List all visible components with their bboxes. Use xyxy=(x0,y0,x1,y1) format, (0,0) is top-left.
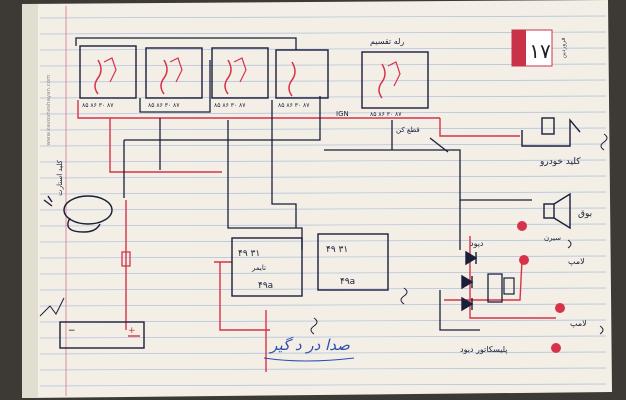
timer-left-top: ۴۹ ۳۱ xyxy=(238,249,260,259)
relay-1 xyxy=(79,45,137,99)
relay-4-pins: ۸۵ ۸۶ ۳۰ ۸۷ xyxy=(278,102,310,109)
door-switch-top: لامپ xyxy=(568,257,585,266)
timer-modules xyxy=(231,233,389,297)
relay-5-title: رله تقسیم xyxy=(370,37,404,46)
small-relay-coil xyxy=(503,277,515,295)
ground-symbols xyxy=(310,133,608,335)
diode-label: دیود xyxy=(470,239,484,248)
ign-label: IGN xyxy=(336,110,349,118)
terminal-dots xyxy=(517,221,565,353)
relay-3-pins: ۸۵ ۸۶ ۳۰ ۸۷ xyxy=(214,102,246,109)
relay-4 xyxy=(275,49,329,99)
switch-label: کلید خودرو xyxy=(539,157,581,167)
day-number: ۱۷ xyxy=(529,39,551,63)
cutoff-label: قطع کن xyxy=(396,126,420,134)
battery: − + xyxy=(39,297,145,349)
vehicle-switch xyxy=(521,117,581,147)
ruled-lines xyxy=(39,15,607,387)
page-url: www.kavosheshayan.com xyxy=(46,75,52,146)
date-header: ۱۷ فروردین xyxy=(511,29,567,67)
black-wires xyxy=(75,37,532,331)
fuse xyxy=(121,251,131,267)
diodes xyxy=(461,250,478,312)
red-wires xyxy=(77,100,556,372)
capacitor-label: پلیسکاتور دیود xyxy=(460,345,508,354)
relay-pin-labels: ۸۵ ۸۶ ۳۰ ۸۷ ۸۵ ۸۶ ۳۰ ۸۷ ۸۵ ۸۶ ۳۰ ۸۷ ۸۵ ۸… xyxy=(82,37,404,118)
door-switch-bottom: لامپ xyxy=(570,319,587,328)
timer-labels: ۴۹ ۳۱ تایمر ۴۹a ۴۹ ۳۱ ۴۹a xyxy=(238,245,355,291)
svg-text:−: − xyxy=(68,326,76,336)
horn xyxy=(543,192,571,230)
month-text: فروردین xyxy=(560,37,567,58)
notebook-page xyxy=(22,0,612,398)
relay-boxes xyxy=(79,45,429,109)
timer-left-mid: تایمر xyxy=(251,264,266,272)
bottom-caption: صدا در د گیر xyxy=(268,336,350,354)
relay-3 xyxy=(211,47,269,99)
relay-2-pins: ۸۵ ۸۶ ۳۰ ۸۷ xyxy=(148,102,180,109)
svg-text:+: + xyxy=(128,326,136,336)
timer-right-bottom: ۴۹a xyxy=(340,277,355,287)
relay-1-pins: ۸۵ ۸۶ ۳۰ ۸۷ xyxy=(82,102,114,109)
timer-right xyxy=(317,233,389,291)
ignition-label: کلید استارت xyxy=(56,159,64,195)
page-binding-shadow xyxy=(22,4,38,398)
timer-left-bottom: ۴۹a xyxy=(258,281,273,291)
small-relay xyxy=(487,273,503,303)
relay-5 xyxy=(361,51,429,109)
timer-left xyxy=(231,237,303,297)
timer-right-top: ۴۹ ۳۱ xyxy=(326,245,348,255)
headlight xyxy=(43,195,113,233)
buzzer-label: بوق xyxy=(578,209,592,219)
caption-underline xyxy=(263,357,355,362)
relay-2 xyxy=(145,47,203,99)
relay-5-pins: ۸۵ ۸۶ ۳۰ ۸۷ xyxy=(370,111,402,118)
siren-label: سیرن xyxy=(544,234,561,242)
